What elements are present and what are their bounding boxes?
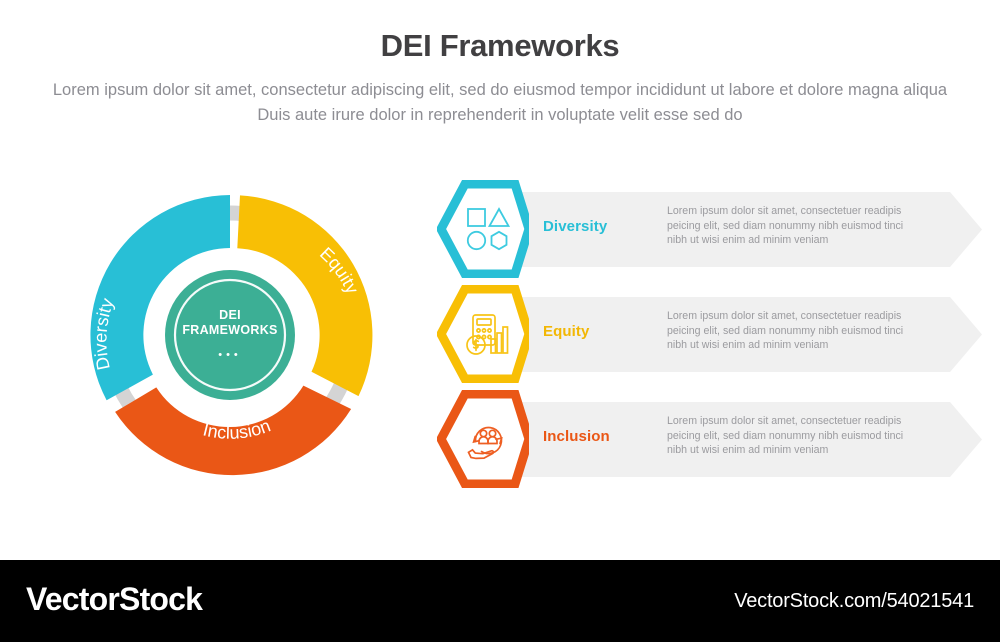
- wheel-segment-inclusion: [115, 385, 352, 476]
- row-arrow-bar: [483, 297, 982, 372]
- vectorstock-url: VectorStock.com/54021541: [734, 590, 974, 612]
- row-title: Inclusion: [543, 428, 610, 445]
- page-subtitle: Lorem ipsum dolor sit amet, consectetur …: [52, 81, 948, 124]
- wheel-segment-diversity: [90, 195, 230, 401]
- content-rows: Diversity Lorem ipsum dolor sit amet, co…: [437, 180, 982, 500]
- row-arrow-bar: [483, 192, 982, 267]
- content-row-diversity[interactable]: Diversity Lorem ipsum dolor sit amet, co…: [437, 180, 982, 278]
- wheel-center-disc: [165, 270, 295, 400]
- row-hexagon-badge: [437, 390, 529, 488]
- wheel-segment-equity: [237, 195, 373, 397]
- calculator-chart-coin-icon: [465, 311, 511, 357]
- content-row-equity[interactable]: Equity Lorem ipsum dolor sit amet, conse…: [437, 285, 982, 383]
- wheel-center-inner-ring: [173, 278, 287, 392]
- footer-bar: VectorStock VectorStock.com/54021541: [0, 560, 1000, 642]
- row-description: Lorem ipsum dolor sit amet, consectetuer…: [667, 415, 904, 456]
- row-hexagon-badge: [437, 180, 529, 278]
- people-in-hand-icon: [465, 416, 511, 462]
- vectorstock-logo: VectorStock: [26, 581, 203, 617]
- row-title: Equity: [543, 323, 590, 340]
- row-description: Lorem ipsum dolor sit amet, consectetuer…: [667, 310, 904, 351]
- content-row-inclusion[interactable]: Inclusion Lorem ipsum dolor sit amet, co…: [437, 390, 982, 488]
- page-title: DEI Frameworks: [380, 28, 620, 63]
- row-arrow-bar: [483, 402, 982, 477]
- row-description: Lorem ipsum dolor sit amet, consectetuer…: [667, 205, 904, 246]
- row-hexagon-badge: [437, 285, 529, 383]
- dei-wheel-diagram: Diversity Equity Inclusion DEI FRAMEWORK…: [55, 168, 405, 503]
- shapes-grid-icon: [465, 206, 511, 252]
- row-title: Diversity: [543, 218, 608, 235]
- infographic-canvas: DEI Frameworks Lorem ipsum dolor sit ame…: [52, 28, 982, 503]
